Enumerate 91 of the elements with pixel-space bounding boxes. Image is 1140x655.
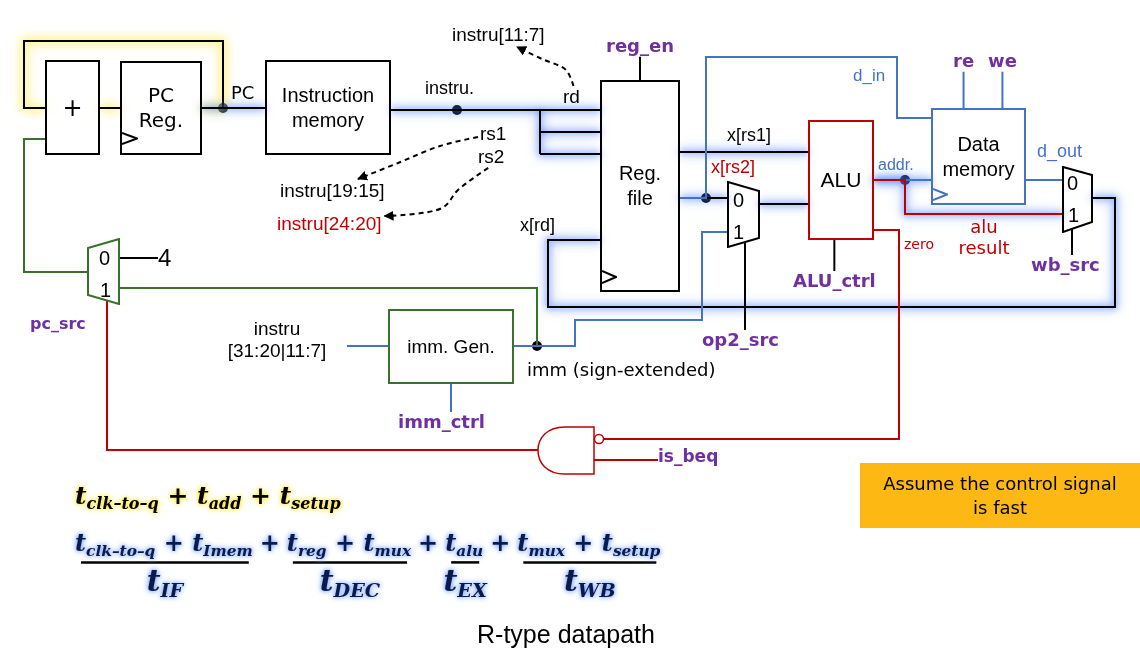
input-index: 0 — [99, 248, 111, 268]
wire — [593, 459, 659, 461]
stage-time: t$_{EX}$ — [443, 564, 487, 598]
wire — [23, 40, 224, 109]
wire — [23, 138, 89, 273]
generator-block — [388, 309, 514, 384]
wire — [1001, 70, 1004, 109]
field-label: instru[24:20] — [277, 213, 382, 235]
field-label: instru[19:15] — [280, 180, 385, 202]
formula-term: t$_{alu}$ — [445, 530, 484, 557]
block-label: + — [62, 92, 83, 123]
memory-block — [931, 108, 1026, 205]
note-box — [860, 463, 1140, 528]
port-label: rd — [563, 86, 580, 108]
wire — [513, 231, 729, 347]
block-label: Data memory — [941, 131, 1016, 182]
wire — [962, 70, 965, 109]
dashed-arrow — [516, 45, 575, 87]
field-label: instru [31:20|11:7] — [207, 318, 347, 362]
block-label: PC Reg. — [137, 83, 185, 133]
stage-time: t$_{DEC}$ — [319, 564, 381, 598]
input-index: 0 — [1067, 173, 1079, 193]
block-label: imm. Gen. — [407, 334, 495, 359]
block-label: ALU — [820, 166, 862, 193]
wire — [99, 107, 121, 109]
block-label: Instruction memory — [280, 82, 376, 133]
wire — [833, 239, 836, 272]
register-file-block — [600, 80, 680, 292]
plus-sign: + — [490, 530, 511, 557]
input-index: 1 — [100, 280, 112, 300]
alu-block — [808, 120, 874, 240]
wire — [118, 287, 538, 347]
dashed-arrow — [383, 166, 490, 221]
wire — [873, 179, 1064, 215]
control-signal-label: op2_src — [702, 330, 780, 351]
wire-label: pc_src — [30, 315, 86, 334]
wire — [758, 203, 809, 205]
wire-label: alu result — [957, 217, 1011, 259]
wire-label: x[rs1] — [727, 125, 771, 146]
formula-term: t$_{mux}$ + t$_{setup}$ — [517, 530, 661, 557]
input-index: 0 — [733, 190, 745, 210]
wire — [744, 241, 746, 331]
wire-label: x[rd] — [520, 215, 555, 236]
multiplexer — [1062, 166, 1093, 233]
wire — [1025, 179, 1064, 181]
port-label: rs2 — [478, 146, 505, 168]
dashed-arrow — [357, 136, 479, 181]
input-index: 1 — [733, 222, 745, 242]
wire-label: PC — [231, 83, 255, 104]
plus-sign: + — [418, 530, 439, 557]
control-signal-label: imm_ctrl — [398, 412, 485, 433]
multiplexer — [87, 238, 120, 305]
formula-term: t$_{reg}$ + t$_{mux}$ — [286, 530, 412, 557]
wire — [1071, 228, 1073, 256]
wire-label: x[rs2] — [711, 157, 755, 178]
note-text: Assume the control signal is fast — [882, 472, 1118, 519]
control-signal-label: we — [988, 51, 1017, 72]
wire-label: addr. — [878, 156, 914, 175]
plus-sign: + — [259, 530, 280, 557]
wire — [679, 56, 932, 199]
control-signal-label: reg_en — [606, 36, 674, 57]
stage-time: t$_{IF}$ — [146, 564, 184, 598]
block-label: Reg. file — [617, 161, 663, 211]
caption: R-type datapath — [477, 620, 655, 649]
constant-label: 4 — [158, 244, 172, 272]
control-signal-label: is_beq — [658, 447, 719, 467]
wire — [106, 300, 539, 451]
multiplexer — [727, 181, 760, 248]
input-index: 1 — [1068, 205, 1080, 225]
wire — [390, 109, 601, 155]
wire — [639, 55, 641, 81]
wire — [118, 257, 159, 259]
control-signal-label: ALU_ctrl — [793, 271, 876, 292]
wire — [679, 151, 809, 153]
register-block — [120, 61, 202, 155]
control-signal-label: re — [953, 51, 975, 72]
field-label: instru[11:7] — [452, 24, 545, 46]
wire-label: d_in — [853, 66, 886, 86]
and-gate — [537, 426, 605, 475]
control-signal-label: wb_src — [1031, 255, 1100, 276]
memory-block — [265, 60, 391, 155]
wire — [547, 197, 1116, 308]
port-label: rs1 — [480, 123, 507, 145]
wire-label: instru. — [425, 78, 475, 99]
wire-label: d_out — [1037, 141, 1083, 162]
stage-time: t$_{WB}$ — [564, 564, 616, 598]
wire-label: imm (sign-extended) — [527, 360, 716, 381]
adder-block — [45, 60, 100, 155]
formula-term: t$_{clk–to–q}$ + t$_{Imem}$ — [75, 530, 253, 557]
wire — [450, 383, 452, 413]
wire — [346, 345, 389, 347]
